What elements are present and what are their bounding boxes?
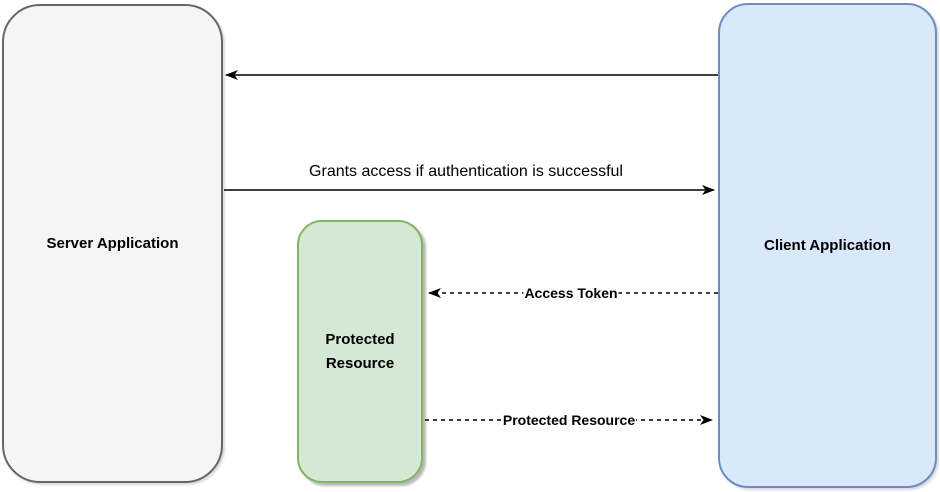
- node-server-application-label: Server Application: [46, 235, 179, 252]
- edge-label-access-token: Access Token: [523, 285, 619, 301]
- edge-label-grants-access: Grants access if authentication is succe…: [309, 163, 623, 180]
- edge-label-protected-resource: Protected Resource: [501, 412, 637, 428]
- node-client-application: Client Application: [718, 3, 937, 488]
- node-client-application-label: Client Application: [764, 237, 891, 254]
- node-protected-resource: Protected Resource: [297, 220, 423, 483]
- node-protected-resource-label: Protected Resource: [325, 330, 395, 372]
- node-server-application: Server Application: [2, 4, 223, 483]
